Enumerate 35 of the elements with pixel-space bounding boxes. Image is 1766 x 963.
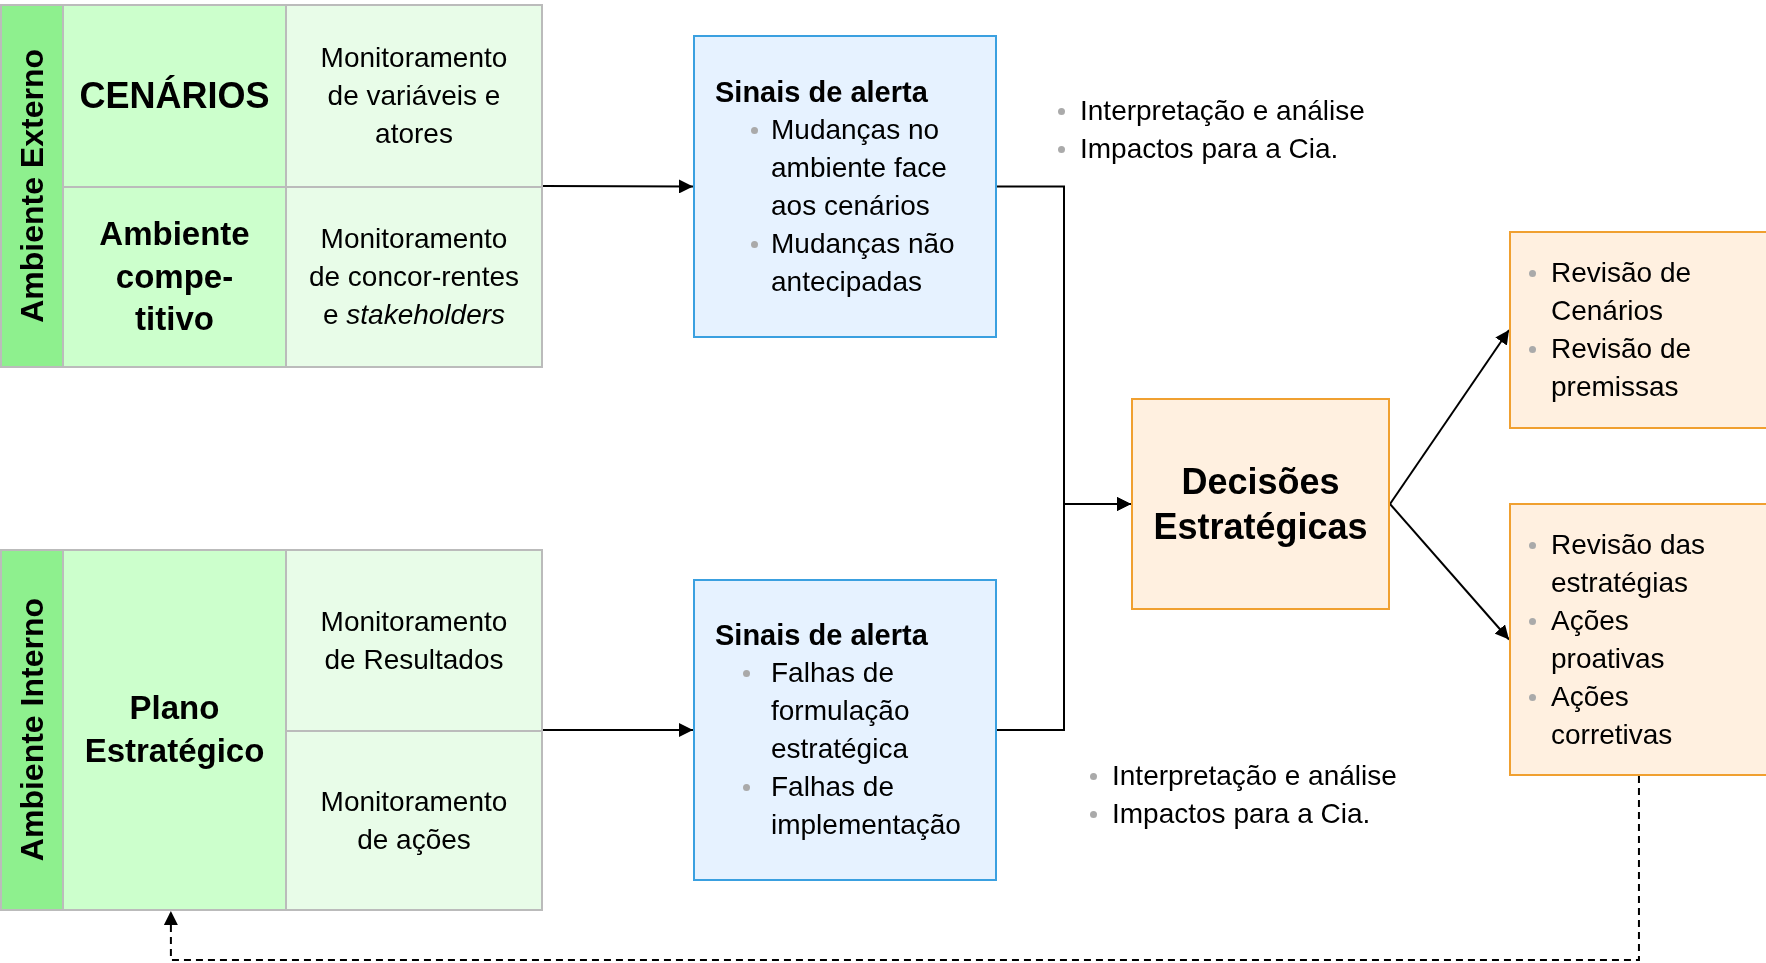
monitoring-cell: Monitoramento de variáveis e atores	[285, 4, 543, 188]
bullet-item: Revisão de premissas	[1519, 330, 1724, 406]
box-heading: Sinais de alerta	[715, 618, 928, 653]
note-text: Interpretação e análise	[1058, 92, 1365, 130]
monitoring-cell: Monitoramento de ações	[285, 730, 543, 911]
bullet-item: Ações corretivas	[1519, 677, 1724, 754]
bullet-item: Mudanças não antecipadas	[715, 224, 965, 301]
arrow	[1389, 329, 1510, 505]
monitoring-cell: Monitoramento de concor-rentes e stakeholders	[285, 186, 543, 368]
monitoring-cell: Monitoramento de Resultados	[285, 549, 543, 732]
bullet-item: Ações proativas	[1519, 601, 1724, 678]
bullet-item: Mudanças no ambiente face aos cenários	[715, 110, 965, 225]
action-box	[1509, 231, 1766, 429]
note-text: Interpretação e análise	[1090, 757, 1397, 795]
box-heading: Sinais de alerta	[715, 74, 928, 110]
arrow	[542, 723, 694, 737]
category-cell: CENÁRIOS	[62, 4, 287, 188]
category-cell: Plano Estratégico	[62, 549, 287, 911]
note-text: Impactos para a Cia.	[1090, 795, 1397, 833]
note-text: Impactos para a Cia.	[1058, 130, 1365, 168]
alert-box	[693, 35, 997, 338]
bullet-item: Revisão das estratégias	[1519, 525, 1724, 602]
bullet-item: Falhas de formulação estratégica	[715, 654, 965, 768]
alert-box	[693, 579, 997, 881]
category-band: Ambiente Externo	[0, 4, 64, 368]
category-band: Ambiente Interno	[0, 549, 64, 911]
arrow	[163, 775, 1640, 961]
arrow	[996, 497, 1132, 731]
category-cell: Ambiente compe-titivo	[62, 186, 287, 368]
bullet-item: Falhas de implementação	[715, 768, 965, 844]
arrow	[1389, 503, 1510, 641]
arrow	[542, 179, 694, 194]
action-box	[1509, 503, 1766, 776]
decision-box: Decisões Estratégicas	[1131, 398, 1390, 610]
bullet-item: Revisão de Cenários	[1519, 254, 1724, 330]
